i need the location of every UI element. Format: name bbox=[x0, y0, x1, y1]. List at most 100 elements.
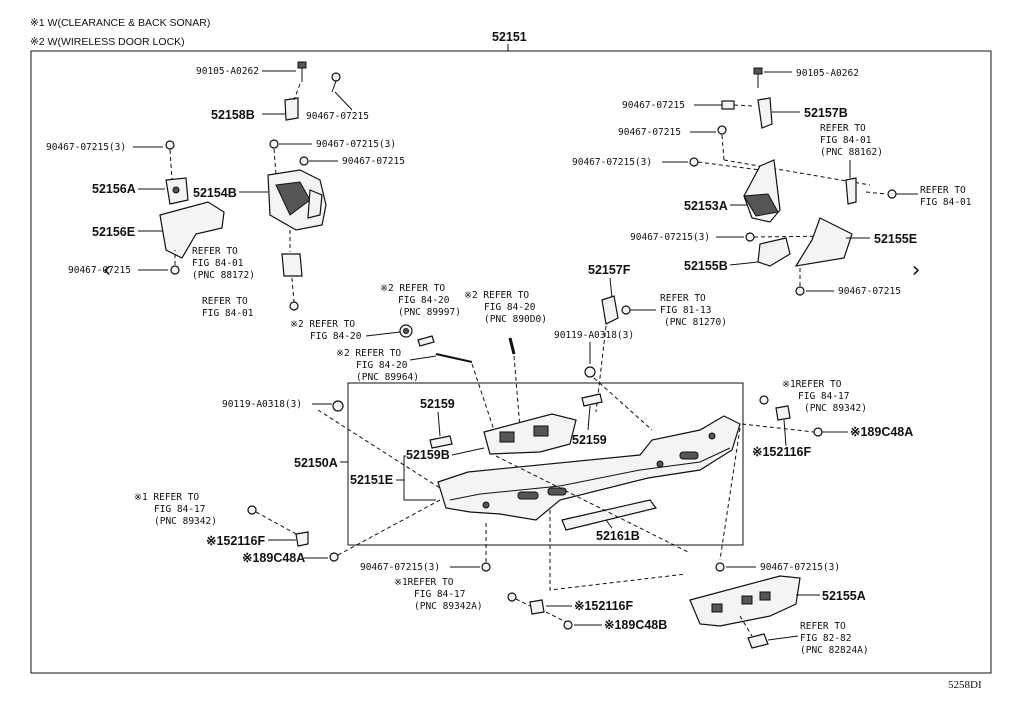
bolt-icon bbox=[332, 400, 344, 412]
part-label[interactable]: 52157F bbox=[588, 263, 631, 277]
clip-icon bbox=[170, 265, 180, 275]
connector-icon bbox=[747, 633, 769, 649]
part-label[interactable]: ※152116F bbox=[752, 445, 811, 459]
part-label[interactable]: 52158B bbox=[211, 108, 255, 122]
connector-icon bbox=[281, 253, 303, 277]
fastener-label[interactable]: 90467-07215 bbox=[838, 286, 901, 297]
fastener-label[interactable]: 90105-A0262 bbox=[796, 68, 859, 79]
ref-note: ※2 REFER TO FIG 84-20 bbox=[290, 319, 362, 342]
svg-text:REFER TO: REFER TO bbox=[820, 123, 866, 134]
ref-note: ※1REFER TO FIG 84-17 (PNC 89342) bbox=[782, 379, 867, 414]
bracket-icon bbox=[529, 599, 545, 615]
fastener-label[interactable]: 90467-07215(3) bbox=[46, 142, 126, 153]
clip-icon bbox=[481, 562, 491, 572]
ref-note: ※2 REFER TO FIG 84-20 (PNC 89964) bbox=[336, 348, 419, 383]
ref-note: ※1 REFER TO FIG 84-17 (PNC 89342) bbox=[134, 492, 217, 527]
bracket-icon bbox=[775, 405, 791, 421]
svg-text:REFER TO: REFER TO bbox=[660, 293, 706, 304]
diagram-frame bbox=[30, 50, 992, 674]
part-label[interactable]: 52151E bbox=[350, 473, 393, 487]
bracket-52153a-icon bbox=[743, 159, 781, 223]
ref-note: REFER TO FIG 84-01 bbox=[920, 185, 972, 208]
part-label[interactable]: ※189C48B bbox=[604, 618, 667, 632]
part-label[interactable]: 52155E bbox=[874, 232, 917, 246]
svg-text:FIG 84-20: FIG 84-20 bbox=[356, 360, 408, 371]
note-1: ※1 W(CLEARANCE & BACK SONAR) bbox=[30, 17, 210, 29]
bracket-icon bbox=[295, 531, 309, 547]
svg-text:FIG 84-17: FIG 84-17 bbox=[414, 589, 465, 600]
svg-text:FIG 82-82: FIG 82-82 bbox=[800, 633, 851, 644]
cover-52155a-icon bbox=[689, 575, 801, 627]
part-label[interactable]: 52155B bbox=[684, 259, 728, 273]
fastener-label[interactable]: 90467-07215(3) bbox=[572, 157, 652, 168]
ref-note: ※2 REFER TO FIG 84-20 (PNC 89997) bbox=[380, 283, 461, 318]
part-label[interactable]: 52154B bbox=[193, 186, 237, 200]
ref-note: REFER TO FIG 84-01 (PNC 88172) bbox=[192, 246, 255, 281]
fastener-label[interactable]: 90467-07215 bbox=[622, 100, 685, 111]
bracket-52157b-icon bbox=[757, 97, 773, 129]
fastener-label[interactable]: 90467-07215 bbox=[306, 111, 369, 122]
svg-text:REFER TO: REFER TO bbox=[920, 185, 966, 196]
sensor-icon bbox=[507, 592, 517, 602]
fastener-label[interactable]: 90467-07215 bbox=[618, 127, 681, 138]
svg-text:REFER TO: REFER TO bbox=[192, 246, 238, 257]
svg-text:FIG 84-20: FIG 84-20 bbox=[484, 302, 536, 313]
clip-icon bbox=[621, 305, 631, 315]
clip-icon bbox=[289, 301, 299, 311]
svg-text:FIG 84-01: FIG 84-01 bbox=[202, 308, 254, 319]
fastener-label[interactable]: 90119-A0318(3) bbox=[554, 330, 634, 341]
fastener-label[interactable]: 90105-A0262 bbox=[196, 66, 259, 77]
part-label[interactable]: 52156E bbox=[92, 225, 135, 239]
bracket-52155b-icon bbox=[757, 237, 791, 267]
svg-text:(PNC 88172): (PNC 88172) bbox=[192, 270, 255, 281]
clip-icon bbox=[795, 286, 805, 296]
svg-text:(PNC 89342A): (PNC 89342A) bbox=[414, 601, 483, 612]
part-label[interactable]: 52159B bbox=[406, 448, 450, 462]
inner-bracket-icon bbox=[483, 413, 577, 455]
bolt-icon bbox=[297, 61, 307, 82]
bracket-52158b-icon bbox=[284, 83, 301, 121]
clip-icon bbox=[715, 562, 725, 572]
svg-text:※2 REFER TO: ※2 REFER TO bbox=[464, 290, 529, 301]
prev-arrow-icon[interactable]: ‹ bbox=[102, 258, 112, 283]
cover-52156e-icon bbox=[159, 201, 225, 259]
fastener-label[interactable]: 90467-07215(3) bbox=[316, 139, 396, 150]
ref-note: ※1REFER TO FIG 84-17 (PNC 89342A) bbox=[394, 577, 483, 612]
cover-52155e-icon bbox=[794, 217, 853, 267]
next-arrow-icon[interactable]: › bbox=[911, 258, 921, 283]
part-label[interactable]: 52159 bbox=[420, 397, 455, 411]
svg-text:FIG 84-01: FIG 84-01 bbox=[192, 258, 244, 269]
part-label[interactable]: 52161B bbox=[596, 529, 640, 543]
svg-text:※1 REFER TO: ※1 REFER TO bbox=[134, 492, 199, 503]
bolt-icon bbox=[299, 156, 309, 166]
fastener-label[interactable]: 90467-07215(3) bbox=[760, 562, 840, 573]
step-pad-52161b-icon bbox=[561, 499, 658, 531]
clip-icon bbox=[717, 125, 727, 135]
fastener-label[interactable]: 90467-07215 bbox=[342, 156, 405, 167]
clip-icon bbox=[887, 189, 897, 199]
part-label[interactable]: 52156A bbox=[92, 182, 136, 196]
part-label[interactable]: ※152116F bbox=[206, 534, 265, 548]
part-label[interactable]: 52159 bbox=[572, 433, 607, 447]
bracket-52156a-icon bbox=[165, 177, 189, 205]
bracket-icon bbox=[845, 177, 857, 205]
part-label[interactable]: ※152116F bbox=[574, 599, 633, 613]
svg-text:※2 REFER TO: ※2 REFER TO bbox=[380, 283, 445, 294]
part-label[interactable]: 52157B bbox=[804, 106, 848, 120]
part-label[interactable]: 52153A bbox=[684, 199, 728, 213]
note-2: ※2 W(WIRELESS DOOR LOCK) bbox=[30, 36, 185, 48]
part-label[interactable]: ※189C48A bbox=[850, 425, 913, 439]
fastener-label[interactable]: 90119-A0318(3) bbox=[222, 399, 302, 410]
bolt-icon bbox=[753, 67, 763, 88]
part-label[interactable]: 52155A bbox=[822, 589, 866, 603]
part-label[interactable]: ※189C48A bbox=[242, 551, 305, 565]
connector-icon bbox=[417, 335, 435, 347]
part-label[interactable]: 52150A bbox=[294, 456, 338, 470]
bracket-52154b-icon bbox=[267, 169, 327, 231]
fastener-label[interactable]: 90467-07215(3) bbox=[630, 232, 710, 243]
fastener-label[interactable]: 90467-07215(3) bbox=[360, 562, 440, 573]
fastener-label[interactable]: 90467-07215 bbox=[68, 265, 131, 276]
main-part-label[interactable]: 52151 bbox=[492, 30, 527, 44]
sensor-icon bbox=[247, 505, 257, 515]
